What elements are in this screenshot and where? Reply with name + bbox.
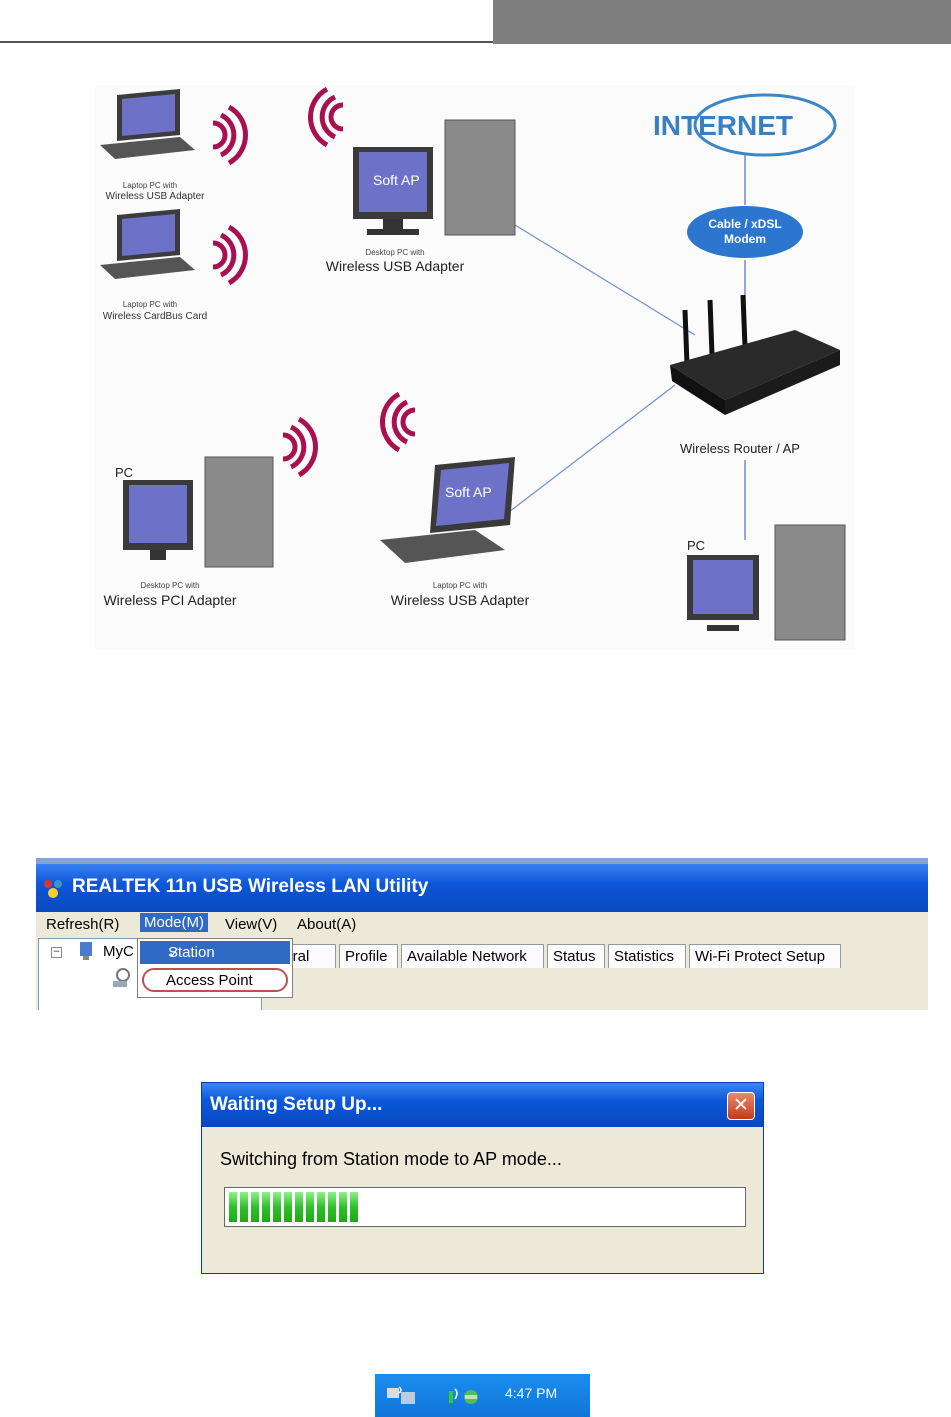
modem-cloud: Cable / xDSL Modem bbox=[687, 206, 803, 258]
desktop-pci-icon: PC Desktop PC with Wireless PCI Adapter bbox=[103, 456, 274, 608]
wireless-waves-icon bbox=[282, 416, 318, 478]
menu-refresh[interactable]: Refresh(R) bbox=[46, 916, 120, 933]
svg-text:Wireless PCI Adapter: Wireless PCI Adapter bbox=[103, 592, 236, 608]
progress-block bbox=[262, 1192, 270, 1222]
wireless-waves-icon bbox=[212, 104, 248, 166]
wireless-waves-icon bbox=[308, 86, 344, 148]
tab-available-network[interactable]: Available Network bbox=[401, 944, 544, 968]
svg-text:Wireless USB Adapter: Wireless USB Adapter bbox=[106, 191, 206, 202]
window-title: REALTEK 11n USB Wireless LAN Utility bbox=[72, 876, 429, 897]
menu-bar: Refresh(R) Mode(M) View(V) About(A) bbox=[36, 912, 928, 938]
tab-profile[interactable]: Profile bbox=[339, 944, 398, 968]
progress-block bbox=[328, 1192, 336, 1222]
desktop-softap-icon: Soft AP Desktop PC with Wireless USB Ada… bbox=[326, 119, 516, 274]
dialog-title-bar: Waiting Setup Up... ✕ bbox=[202, 1083, 763, 1127]
svg-text:Wireless USB Adapter: Wireless USB Adapter bbox=[391, 592, 530, 608]
progress-block bbox=[306, 1192, 314, 1222]
dialog-title: Waiting Setup Up... bbox=[210, 1094, 383, 1115]
svg-text:PC: PC bbox=[687, 538, 705, 553]
header-rule bbox=[0, 41, 495, 43]
tree-collapse-icon[interactable]: − bbox=[51, 947, 62, 958]
svg-text:Wireless USB Adapter: Wireless USB Adapter bbox=[326, 258, 465, 274]
check-icon: ✓ bbox=[168, 945, 181, 962]
svg-text:Desktop PC with: Desktop PC with bbox=[365, 248, 424, 257]
dialog-message: Switching from Station mode to AP mode..… bbox=[220, 1149, 562, 1169]
svg-text:Wireless CardBus Card: Wireless CardBus Card bbox=[103, 311, 207, 322]
internet-label: INTERNET bbox=[653, 110, 793, 141]
tree-item-mycomputer[interactable]: MyC bbox=[103, 943, 134, 960]
tab-status[interactable]: Status bbox=[547, 944, 605, 968]
pc-router-icon: PC bbox=[687, 524, 846, 641]
menu-about[interactable]: About(A) bbox=[297, 916, 357, 933]
mode-access-point-item[interactable]: Access Point bbox=[142, 968, 288, 992]
svg-text:Desktop PC with: Desktop PC with bbox=[140, 581, 199, 590]
link-laptop-router bbox=[504, 384, 676, 516]
progress-block bbox=[229, 1192, 237, 1222]
progress-block bbox=[295, 1192, 303, 1222]
svg-text:Modem: Modem bbox=[724, 232, 766, 246]
progress-block bbox=[339, 1192, 347, 1222]
menu-view[interactable]: View(V) bbox=[225, 916, 278, 933]
close-icon: ✕ bbox=[733, 1094, 749, 1116]
progress-block bbox=[317, 1192, 325, 1222]
svg-text:PC: PC bbox=[115, 465, 133, 480]
window-top-strip bbox=[36, 858, 928, 864]
wireless-waves-icon bbox=[212, 224, 248, 286]
svg-text:Cable / xDSL: Cable / xDSL bbox=[708, 217, 781, 231]
link-softap-router bbox=[514, 224, 696, 336]
menu-mode[interactable]: Mode(M) bbox=[140, 913, 209, 932]
realtek-app-icon bbox=[44, 880, 62, 898]
progress-bar bbox=[224, 1187, 746, 1227]
mode-station-item[interactable]: ✓ Station bbox=[140, 941, 290, 964]
progress-block bbox=[251, 1192, 259, 1222]
router-icon: Wireless Router / AP bbox=[670, 294, 840, 456]
network-diagram: INTERNET Cable / xDSL Modem Wireless Rou… bbox=[95, 85, 855, 650]
laptop-usb-icon: Laptop PC with Wireless USB Adapter bbox=[100, 89, 205, 202]
computer-icon bbox=[80, 942, 92, 960]
taskbar-tray: 4:47 PM bbox=[375, 1374, 590, 1417]
waiting-dialog: Waiting Setup Up... ✕ Switching from Sta… bbox=[201, 1082, 764, 1274]
tab-statistics[interactable]: Statistics bbox=[608, 944, 686, 968]
internet-logo: INTERNET bbox=[653, 93, 837, 157]
header-bar bbox=[493, 0, 951, 44]
clock: 4:47 PM bbox=[505, 1385, 558, 1401]
svg-text:Soft AP: Soft AP bbox=[445, 484, 492, 500]
progress-block bbox=[273, 1192, 281, 1222]
svg-text:Laptop PC with: Laptop PC with bbox=[433, 581, 487, 590]
title-bar: REALTEK 11n USB Wireless LAN Utility bbox=[36, 864, 928, 912]
adapter-icon bbox=[113, 968, 130, 987]
realtek-utility-window: REALTEK 11n USB Wireless LAN Utility Ref… bbox=[36, 858, 928, 1010]
laptop-softap-icon: Soft AP Laptop PC with Wireless USB Adap… bbox=[380, 457, 530, 608]
router-label: Wireless Router / AP bbox=[680, 441, 800, 456]
wireless-waves-icon bbox=[380, 391, 416, 453]
close-button[interactable]: ✕ bbox=[727, 1092, 755, 1120]
progress-block bbox=[350, 1192, 358, 1222]
svg-text:Laptop PC with: Laptop PC with bbox=[123, 181, 177, 190]
progress-block bbox=[240, 1192, 248, 1222]
mode-dropdown: ✓ Station Access Point bbox=[137, 938, 293, 998]
laptop-cardbus-icon: Laptop PC with Wireless CardBus Card bbox=[100, 209, 207, 322]
svg-text:Soft AP: Soft AP bbox=[373, 172, 420, 188]
tab-wifi-protect-setup[interactable]: Wi-Fi Protect Setup bbox=[689, 944, 841, 968]
wireless-utility-icon[interactable] bbox=[445, 1383, 485, 1409]
network-connection-icon[interactable] bbox=[385, 1384, 419, 1408]
progress-block bbox=[284, 1192, 292, 1222]
svg-text:Laptop PC with: Laptop PC with bbox=[123, 300, 177, 309]
